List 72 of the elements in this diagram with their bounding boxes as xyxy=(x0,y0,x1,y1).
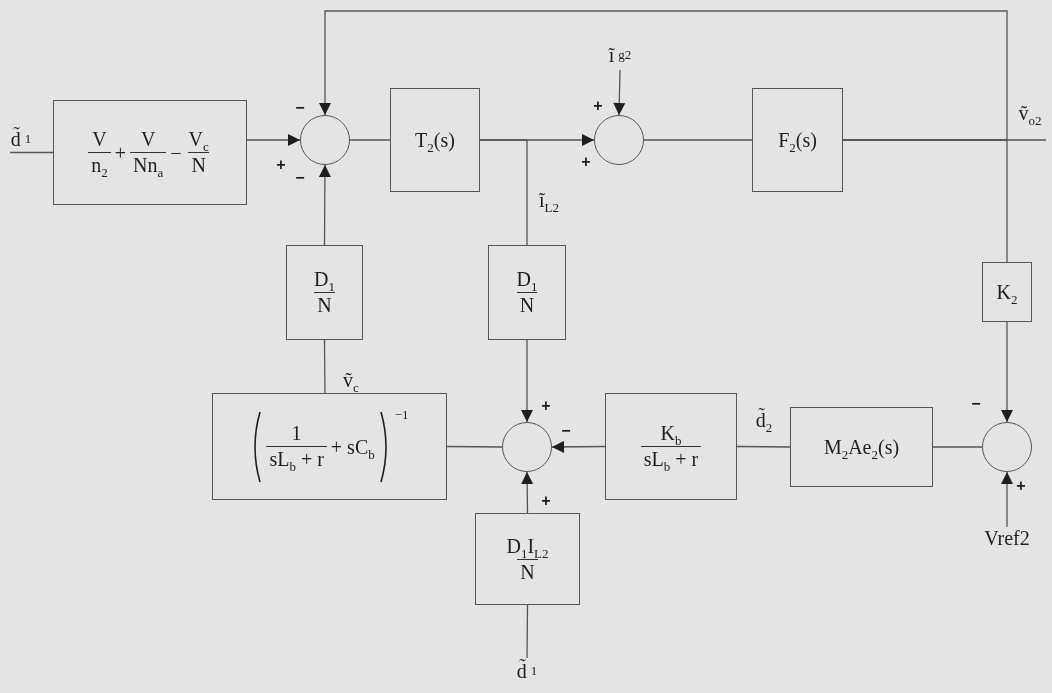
edge-label: ṽ$_{o2}$ xyxy=(1017,103,1043,123)
connector-line xyxy=(349,139,391,141)
sign-label: − xyxy=(295,170,305,186)
numerator: D$_{1}$ xyxy=(313,267,336,292)
sign-label: − xyxy=(561,423,571,439)
block-box xyxy=(212,393,447,500)
exponent: −1 xyxy=(394,408,409,421)
connector-line xyxy=(526,604,529,659)
summing-junction xyxy=(982,422,1032,472)
numerator: D$_{1}$I$_{L2}$ xyxy=(505,533,550,559)
arrow xyxy=(521,471,534,514)
connector-line xyxy=(736,445,791,448)
denominator: sL$_{b}$ + r xyxy=(640,446,702,472)
connector-line xyxy=(9,151,54,154)
denominator: sL$_{b}$ + r xyxy=(266,446,327,472)
arrow xyxy=(1001,321,1013,423)
sign-label: − xyxy=(295,100,305,116)
connector-line xyxy=(323,339,326,394)
denominator: N xyxy=(517,558,538,585)
arrow xyxy=(319,10,1008,141)
operator: − xyxy=(170,140,182,165)
summing-junction xyxy=(594,115,644,165)
connector-line xyxy=(842,139,1008,263)
numerator: V$_{c}$ xyxy=(187,127,210,152)
sign-label: + xyxy=(541,398,551,414)
denominator: N xyxy=(188,152,209,178)
summing-junction xyxy=(502,422,552,472)
connector-line xyxy=(643,139,753,141)
denominator: Nn$_{a}$ xyxy=(130,152,167,178)
numerator: K$_{b}$ xyxy=(659,421,683,446)
signal-label: Vref2 xyxy=(983,527,1031,549)
connector-line xyxy=(446,445,503,448)
summing-junction xyxy=(300,115,350,165)
arrow xyxy=(521,339,533,423)
operator: + sC$_{b}$ xyxy=(330,434,375,459)
arrow xyxy=(246,134,301,146)
sign-label: − xyxy=(971,396,981,412)
sign-label: + xyxy=(276,157,286,173)
block-box xyxy=(488,245,566,340)
arrow xyxy=(318,164,331,246)
block-box xyxy=(390,88,480,192)
sign-label: + xyxy=(581,154,591,170)
operator: + xyxy=(114,140,126,165)
block-box xyxy=(475,513,580,605)
connector-line xyxy=(479,139,528,246)
arrow xyxy=(613,69,626,116)
arrow xyxy=(1001,471,1013,528)
block-box xyxy=(982,262,1032,322)
transfer-function: K$_{2}$ xyxy=(996,280,1018,304)
transfer-function: F$_{2}$(s) xyxy=(778,128,817,152)
block-box xyxy=(752,88,843,192)
denominator: N xyxy=(516,292,538,318)
transfer-function: T$_{2}$(s) xyxy=(415,128,455,152)
block-box xyxy=(605,393,737,500)
arrow xyxy=(551,440,606,453)
numerator: V xyxy=(139,127,157,152)
sign-label: + xyxy=(593,98,603,114)
numerator: V xyxy=(91,127,108,152)
sign-label: + xyxy=(1016,478,1026,494)
numerator: 1 xyxy=(290,421,303,446)
transfer-function: M$_{2}$Ae$_{2}$(s) xyxy=(823,435,900,459)
connector-line xyxy=(932,446,983,448)
denominator: n$_{2}$ xyxy=(88,152,111,178)
edge-label: ĩ$_{L2}$ xyxy=(538,190,560,210)
sign-label: + xyxy=(541,493,551,509)
denominator: N xyxy=(314,292,335,318)
block-box xyxy=(53,100,247,205)
edge-label: ṽ$_{c}$ xyxy=(342,370,360,390)
block-box xyxy=(286,245,363,340)
numerator: D$_{1}$ xyxy=(515,267,539,292)
edge-label: d̃$_{2}$ xyxy=(754,410,774,430)
block-box xyxy=(790,407,933,487)
